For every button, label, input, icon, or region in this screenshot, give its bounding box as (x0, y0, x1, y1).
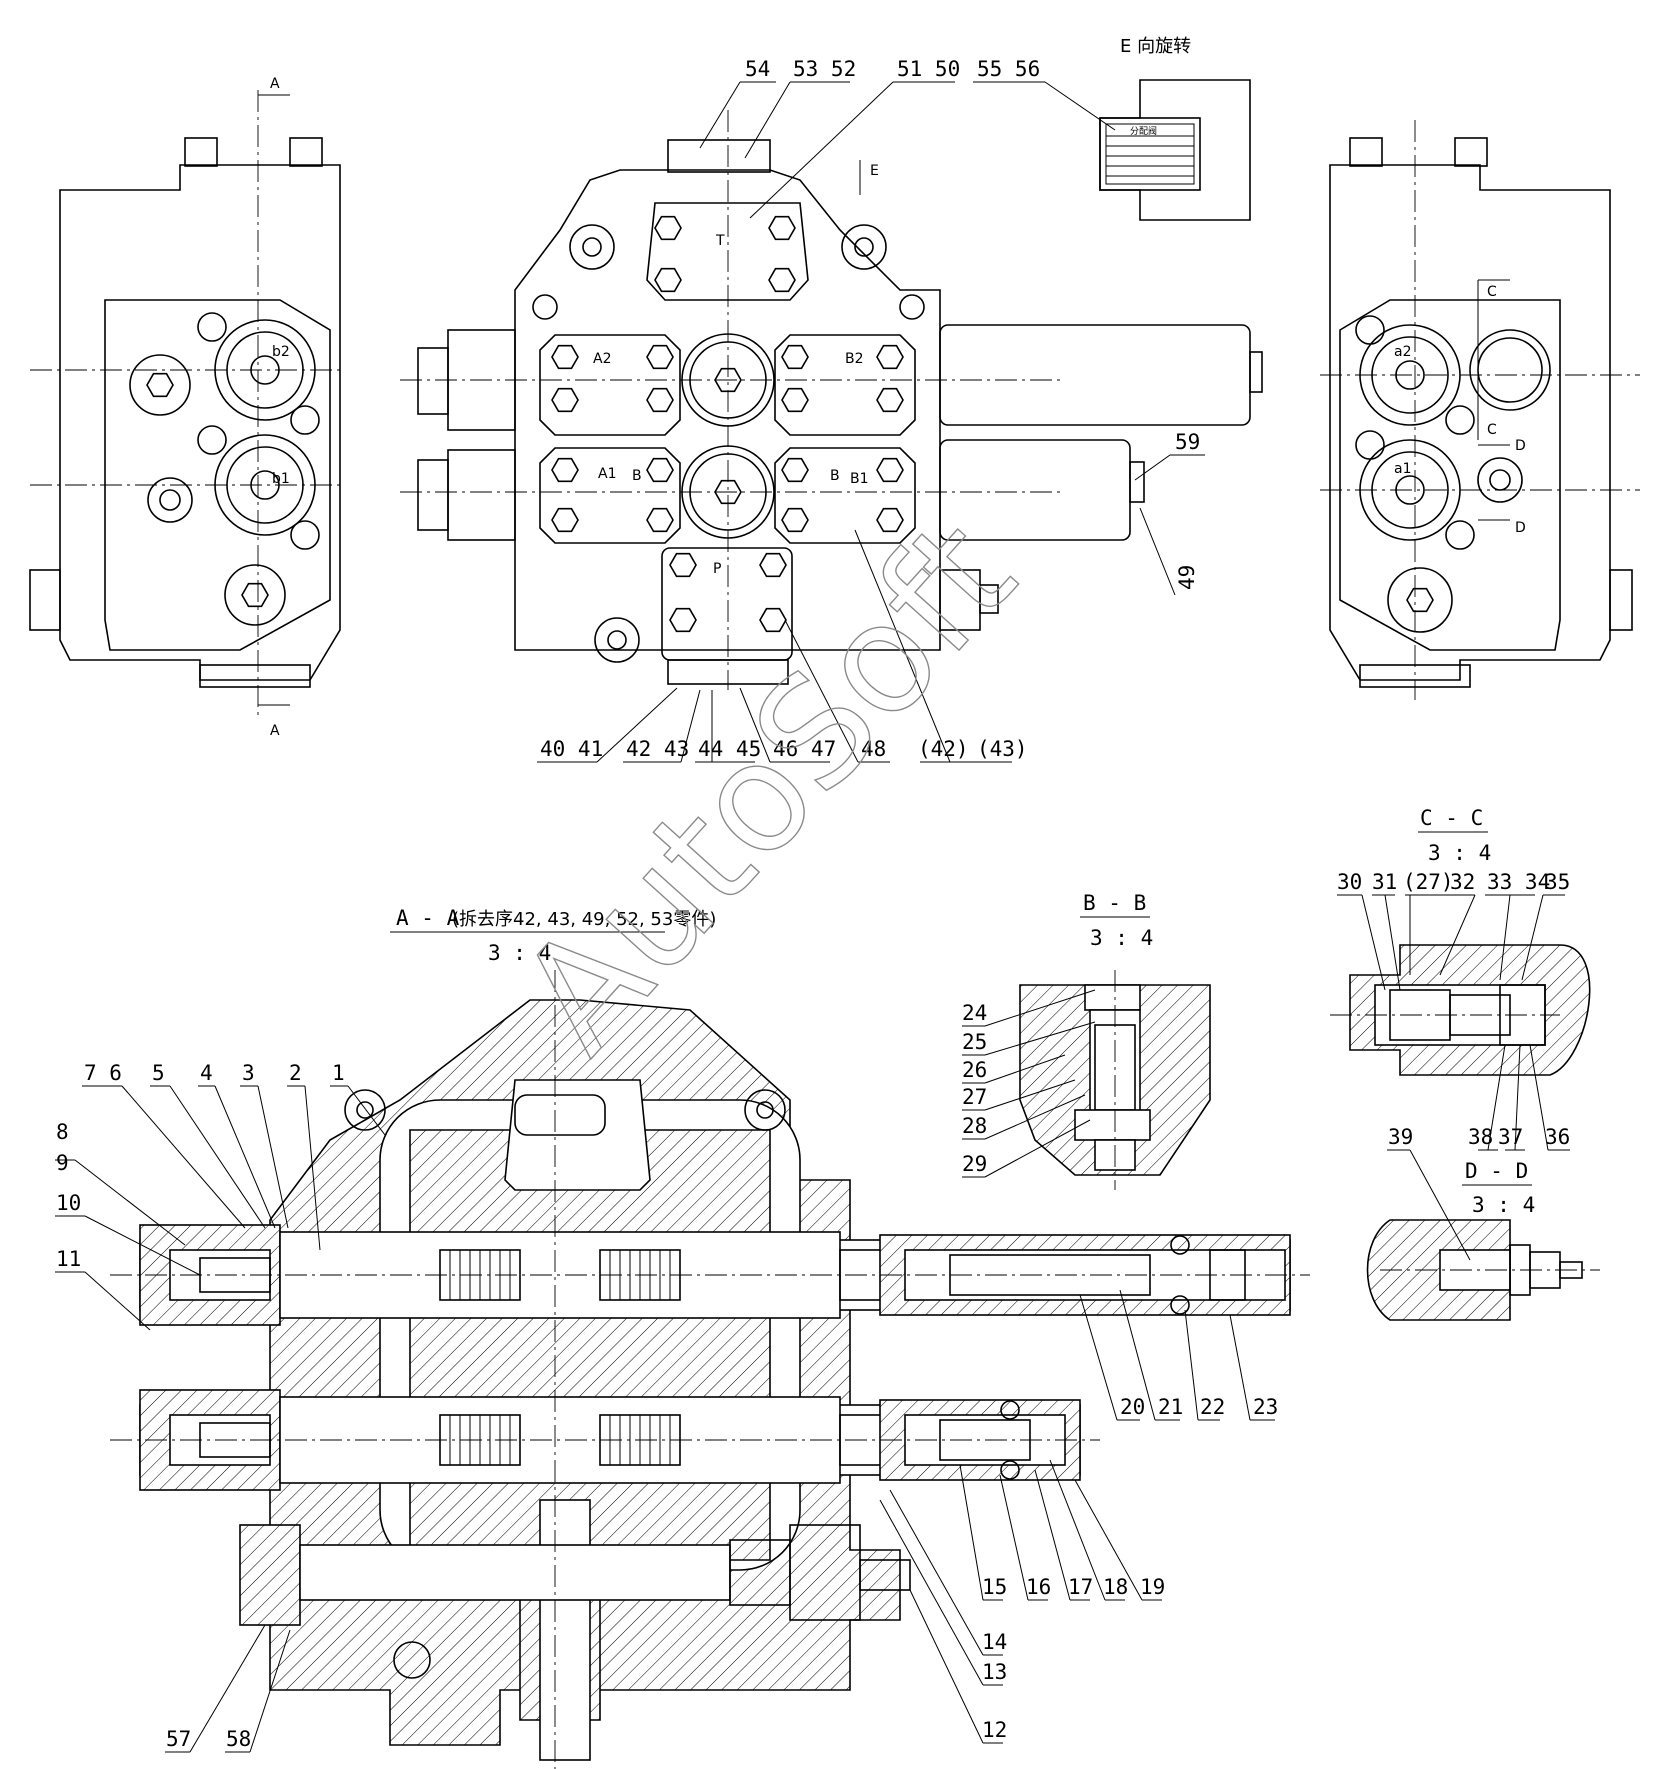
section-marker-c-top: C (1487, 284, 1497, 300)
callout-39: 39 (1388, 1125, 1413, 1149)
callout-11: 11 (56, 1247, 81, 1271)
section-dd (1366, 1219, 1600, 1321)
section-marker-d-bottom: D (1515, 520, 1526, 536)
section-marker-a-top: A (270, 76, 280, 92)
callouts-bb: 24 25 26 27 28 29 (962, 989, 1096, 1178)
section-marker-b-right: B (830, 468, 840, 484)
port-label-b2: B2 (845, 351, 864, 367)
section-aa-title: A - A (396, 906, 460, 930)
section-bb-title: B - B (1083, 891, 1146, 915)
callout-32: 32 (1450, 870, 1475, 894)
callout-36: 36 (1545, 1125, 1570, 1149)
callout-53-52: 53 52 (793, 57, 856, 81)
callout-22: 22 (1200, 1395, 1225, 1419)
callout-33-34: 33 34 (1487, 870, 1550, 894)
callout-5: 5 (152, 1061, 165, 1085)
port-label-b2: b2 (272, 344, 290, 360)
watermark: AutoSoft (487, 489, 1047, 1084)
callout-28: 28 (962, 1114, 987, 1138)
callouts-top: 54 53 52 51 50 55 56 59 49 40 41 42 43 4… (537, 57, 1205, 763)
port-label-b1: B1 (850, 471, 869, 487)
front-view (400, 110, 1263, 690)
callout-58: 58 (226, 1727, 251, 1751)
callout-30: 30 (1337, 870, 1362, 894)
port-label-a2: A2 (593, 351, 611, 367)
callout-4: 4 (200, 1061, 213, 1085)
section-bb (1019, 970, 1211, 1190)
callout-25: 25 (962, 1030, 987, 1054)
callout-55-56: 55 56 (977, 57, 1040, 81)
section-aa (110, 970, 1310, 1769)
section-cc-scale: 3 : 4 (1428, 841, 1491, 865)
callout-14: 14 (982, 1630, 1007, 1654)
callout-42-paren: (42) (918, 737, 969, 761)
section-cc (1330, 944, 1591, 1076)
port-label-a1: A1 (598, 466, 616, 482)
section-marker-d-top: D (1515, 438, 1526, 454)
callout-17: 17 (1068, 1575, 1093, 1599)
callout-48: 48 (861, 737, 886, 761)
callout-46-47: 46 47 (773, 737, 836, 761)
callout-51-50: 51 50 (897, 57, 960, 81)
callout-7-6: 7 6 (84, 1061, 122, 1085)
callout-43-paren: (43) (977, 737, 1028, 761)
callout-42-43: 42 43 (626, 737, 689, 761)
callout-59: 59 (1175, 430, 1200, 454)
callout-9: 9 (56, 1151, 69, 1175)
callout-23: 23 (1253, 1395, 1278, 1419)
callout-44-45: 44 45 (698, 737, 761, 761)
callout-10: 10 (56, 1191, 81, 1215)
section-marker-c-bottom: C (1487, 422, 1497, 438)
callout-27-paren: (27) (1403, 870, 1454, 894)
port-label-a1: a1 (1394, 461, 1412, 477)
callout-18: 18 (1103, 1575, 1128, 1599)
callout-13: 13 (982, 1660, 1007, 1684)
left-side-view (29, 90, 345, 720)
port-label-a2: a2 (1394, 344, 1412, 360)
callout-29: 29 (962, 1152, 987, 1176)
callout-27: 27 (962, 1085, 987, 1109)
callout-8: 8 (56, 1120, 69, 1144)
callout-35: 35 (1545, 870, 1570, 894)
section-dd-title: D - D (1465, 1159, 1528, 1183)
callout-1: 1 (332, 1061, 345, 1085)
callout-24: 24 (962, 1001, 987, 1025)
port-label-p: P (713, 561, 721, 577)
callout-31: 31 (1372, 870, 1397, 894)
view-e-nameplate: 分配阀 (1099, 79, 1251, 221)
callout-40-41: 40 41 (540, 737, 603, 761)
callout-57: 57 (166, 1727, 191, 1751)
callout-20: 20 (1120, 1395, 1145, 1419)
right-side-view (1320, 120, 1640, 700)
callout-49: 49 (1175, 565, 1199, 590)
callout-37: 37 (1498, 1125, 1523, 1149)
callouts-cc-dd: 30 31 (27) 32 33 34 35 38 37 36 39 (1337, 870, 1570, 1261)
view-e-title: E 向旋转 (1120, 36, 1191, 57)
callout-19: 19 (1140, 1575, 1165, 1599)
section-dd-scale: 3 : 4 (1472, 1193, 1535, 1217)
callout-38: 38 (1468, 1125, 1493, 1149)
callout-21: 21 (1158, 1395, 1183, 1419)
callouts-aa: 7 6 5 4 3 2 1 8 9 10 11 20 21 22 23 15 1… (55, 1061, 1278, 1753)
section-marker-b-left: B (632, 468, 642, 484)
section-bb-scale: 3 : 4 (1090, 926, 1153, 950)
callout-15: 15 (982, 1575, 1007, 1599)
nameplate-title: 分配阀 (1130, 126, 1157, 137)
section-marker-a-bottom: A (270, 723, 280, 739)
port-label-b1: b1 (272, 471, 290, 487)
callout-16: 16 (1026, 1575, 1051, 1599)
section-cc-title: C - C (1420, 806, 1483, 830)
section-aa-note: (拆去序42, 43, 49, 52, 53零件) (452, 909, 716, 930)
callout-12: 12 (982, 1718, 1007, 1742)
section-aa-scale: 3 : 4 (488, 941, 551, 965)
port-label-t: T (715, 233, 725, 249)
callout-26: 26 (962, 1058, 987, 1082)
callout-2: 2 (289, 1061, 302, 1085)
view-marker-e: E (870, 163, 879, 179)
callout-3: 3 (242, 1061, 255, 1085)
callout-54: 54 (745, 57, 770, 81)
